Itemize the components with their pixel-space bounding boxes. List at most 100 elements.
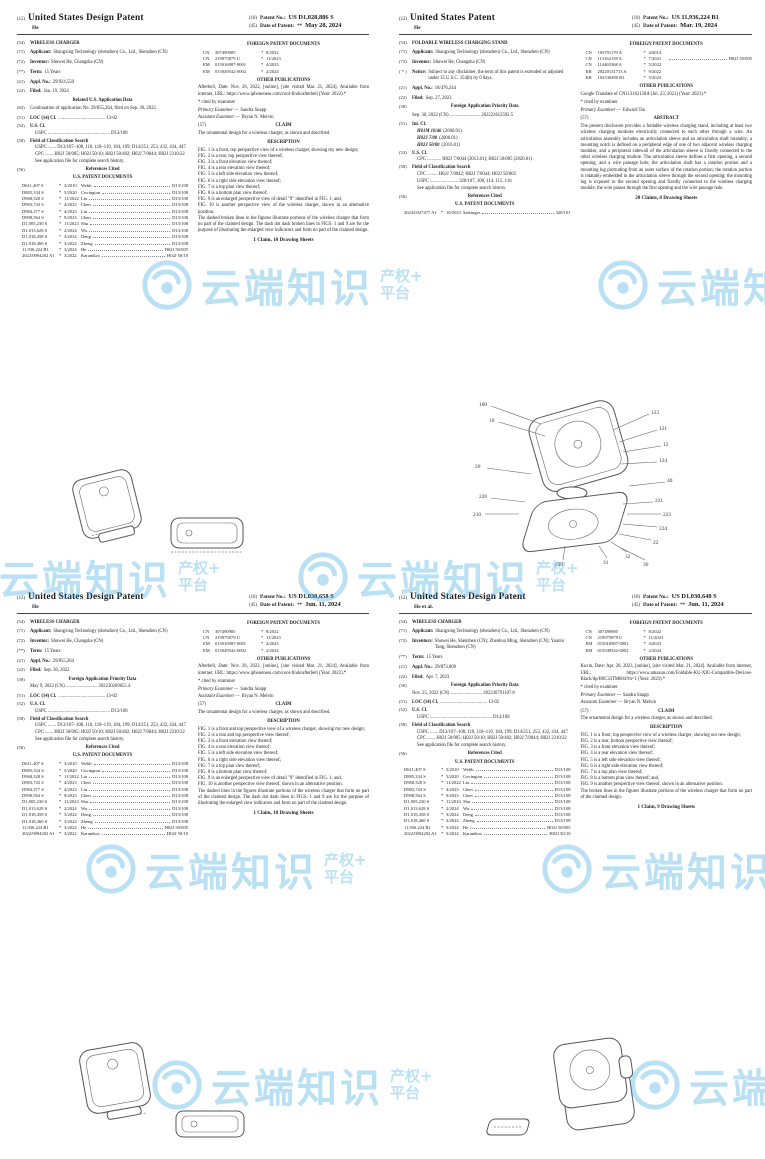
biblio-row: (22) Filed: Apr. 7, 2023 [399,674,571,681]
inid-code: (22) [17,667,25,673]
claim-heading-row: (57) CLAIM [198,702,369,708]
patent-date: Jun. 11, 2024 [688,601,724,608]
dot-leader [475,770,553,772]
biblio-row: USPC ....... D13/107–108, 110, 118–119, … [17,723,188,729]
inid-code: (**) [399,654,407,660]
ref-inventor-name: Chen [81,215,91,221]
inventor-surname: He [32,603,39,610]
ref-inventor-name: Zheng [463,818,475,824]
inid-code: (54) [17,39,25,45]
biblio-row: (56) References Cited [17,167,188,173]
left-column: (54) FOLDABLE WIRELESS CHARGING STAND (7… [399,40,571,217]
biblio-row: (58) Field of Classification Search [17,716,188,723]
ref-patent-number: D1,013,628 S [22,227,48,233]
ref-star: * [441,780,444,786]
field-value: USPC ...................................… [35,708,128,714]
ref-patent-number: D1,018,460 S [404,818,430,824]
us-reference-row: 11,936,224 B1 * 3/2024 He H02J 50/005 [404,825,571,831]
dot-leader [484,776,553,778]
ref-date: 3/2024 [64,240,77,246]
us-reference-row: D1,018,460 S * 3/2024 Zheng D13/108 [404,818,571,824]
field-label: Appl. No.: [412,664,433,670]
right-column: FOREIGN PATENT DOCUMENTS CN 307490985 * … [198,619,369,838]
patent-date-label: Date of Patent: [643,23,678,29]
dot-leader [482,212,554,214]
assistant-examiner-name: Bryan N. Melvin [241,114,274,120]
field-value: Jan. 19, 2024 [43,89,69,95]
field-label: Int. Cl. [412,122,427,128]
ref-document-number: 015016987-0001 [597,641,629,647]
field-value: Foreign Application Priority Data [450,103,519,109]
inid-code: (56) [17,745,25,751]
dot-leader [668,59,727,61]
ref-patent-number: D1,018,460 S [22,818,48,824]
us-reference-row: D968,328 S * 11/2022 Liu D13/108 [22,774,188,780]
field-value: U.S. PATENT DOCUMENTS [72,175,133,181]
field-label: Applicant: [412,629,434,635]
inid-code: (51) [399,121,407,127]
biblio-row: USPC ....... D13/107–108, 110, 118–119, … [17,145,188,151]
ref-patent-number: D998,564 S [22,215,44,221]
field-value: See application file for complete search… [35,159,125,165]
primary-examiner-name: Sandra Snapp [240,686,267,692]
foreign-docs-heading: FOREIGN PATENT DOCUMENTS [629,620,703,626]
patent-header: (12) United States Design Patent He (10)… [17,592,369,610]
field-value: CPC ......... H02J 7/0042; H02J 7/0044; … [417,172,516,178]
biblio-row: (58) Field of Classification Search [399,164,571,171]
patent-kind-title: United States Design Patent [28,592,144,602]
ref-country-code: CN [585,628,592,634]
figure-area [17,838,369,1155]
ref-date: 11/2023 [64,799,79,805]
ref-star: * [59,824,62,830]
ref-star: * [59,780,62,786]
ref-star: * [59,799,62,805]
ref-classification: H02J 50/10 [166,253,188,259]
cited-by-examiner-note: * cited by examiner [198,99,236,105]
patent-page-bottom-right: (12) United States Design Patent He et a… [382,579,765,1159]
ref-country-code: CN [203,49,210,55]
us-reference-row: 2022/0094202 A1 * 3/2022 Karanikos H02J … [22,831,188,837]
svg-text:40: 40 [667,478,673,484]
dot-leader [93,186,171,188]
biblio-row: Sep. 30, 2022 (CN) .....................… [399,113,571,119]
us-reference-row: D984,377 S * 4/2023 Liu D13/108 [22,209,188,215]
ref-document-number: 015049542-0002 [215,647,247,653]
ref-inventor-name: Zheng [81,818,93,824]
foreign-docs-heading: FOREIGN PATENT DOCUMENTS [247,41,320,47]
field-value: 29/873,809 [434,664,456,670]
svg-text:12: 12 [663,442,669,448]
field-value: USPC ....... D13/107–108, 110, 118–119, … [35,145,186,151]
biblio-row: (51) Int. Cl. [399,121,571,128]
ref-patent-number: D983,743 S [404,786,426,792]
ref-star: * [441,799,444,805]
ref-patent-number: D1,018,458 S [22,234,48,240]
primary-examiner-name: Sandra Snapp [622,692,649,698]
inid-code: (**) [17,647,25,653]
ref-date: 9/2023 [64,793,77,799]
ref-star: * [643,68,646,74]
biblio-row: (71) Applicant: Shangxing Technology (sh… [399,628,571,635]
ref-inventor-name: Chen [81,793,91,799]
ref-date: 4/2014 [648,49,662,55]
dot-leader [90,224,171,226]
biblio-row: (54) WIRELESS CHARGER [17,619,188,626]
foreign-reference-row: EM 015016987-0001 * 4/2023 [203,641,369,647]
ref-country-code: CN [585,62,592,68]
inventor-surname: He [32,24,39,31]
ref-country-code: EM [203,641,210,647]
field-value: Nov. 25, 2022 (CN) .....................… [412,690,515,696]
field-label: Inventor: [30,60,50,66]
ref-inventor-name: Deng [81,812,91,818]
field-value: 15 Years [426,655,443,661]
dot-leader [93,764,171,766]
ref-star: * [643,635,646,641]
ref-inventor-name: Zheng [81,240,93,246]
ref-date: 2/2024 [64,805,77,811]
field-label: Inventors: [412,639,433,645]
field-label: Filed: [412,674,424,680]
field-label: Applicant: [412,50,434,56]
ref-inventor-name: Chen [81,780,91,786]
inid-code: (30) [399,103,407,109]
inid-45-tag: (45) [632,24,640,29]
